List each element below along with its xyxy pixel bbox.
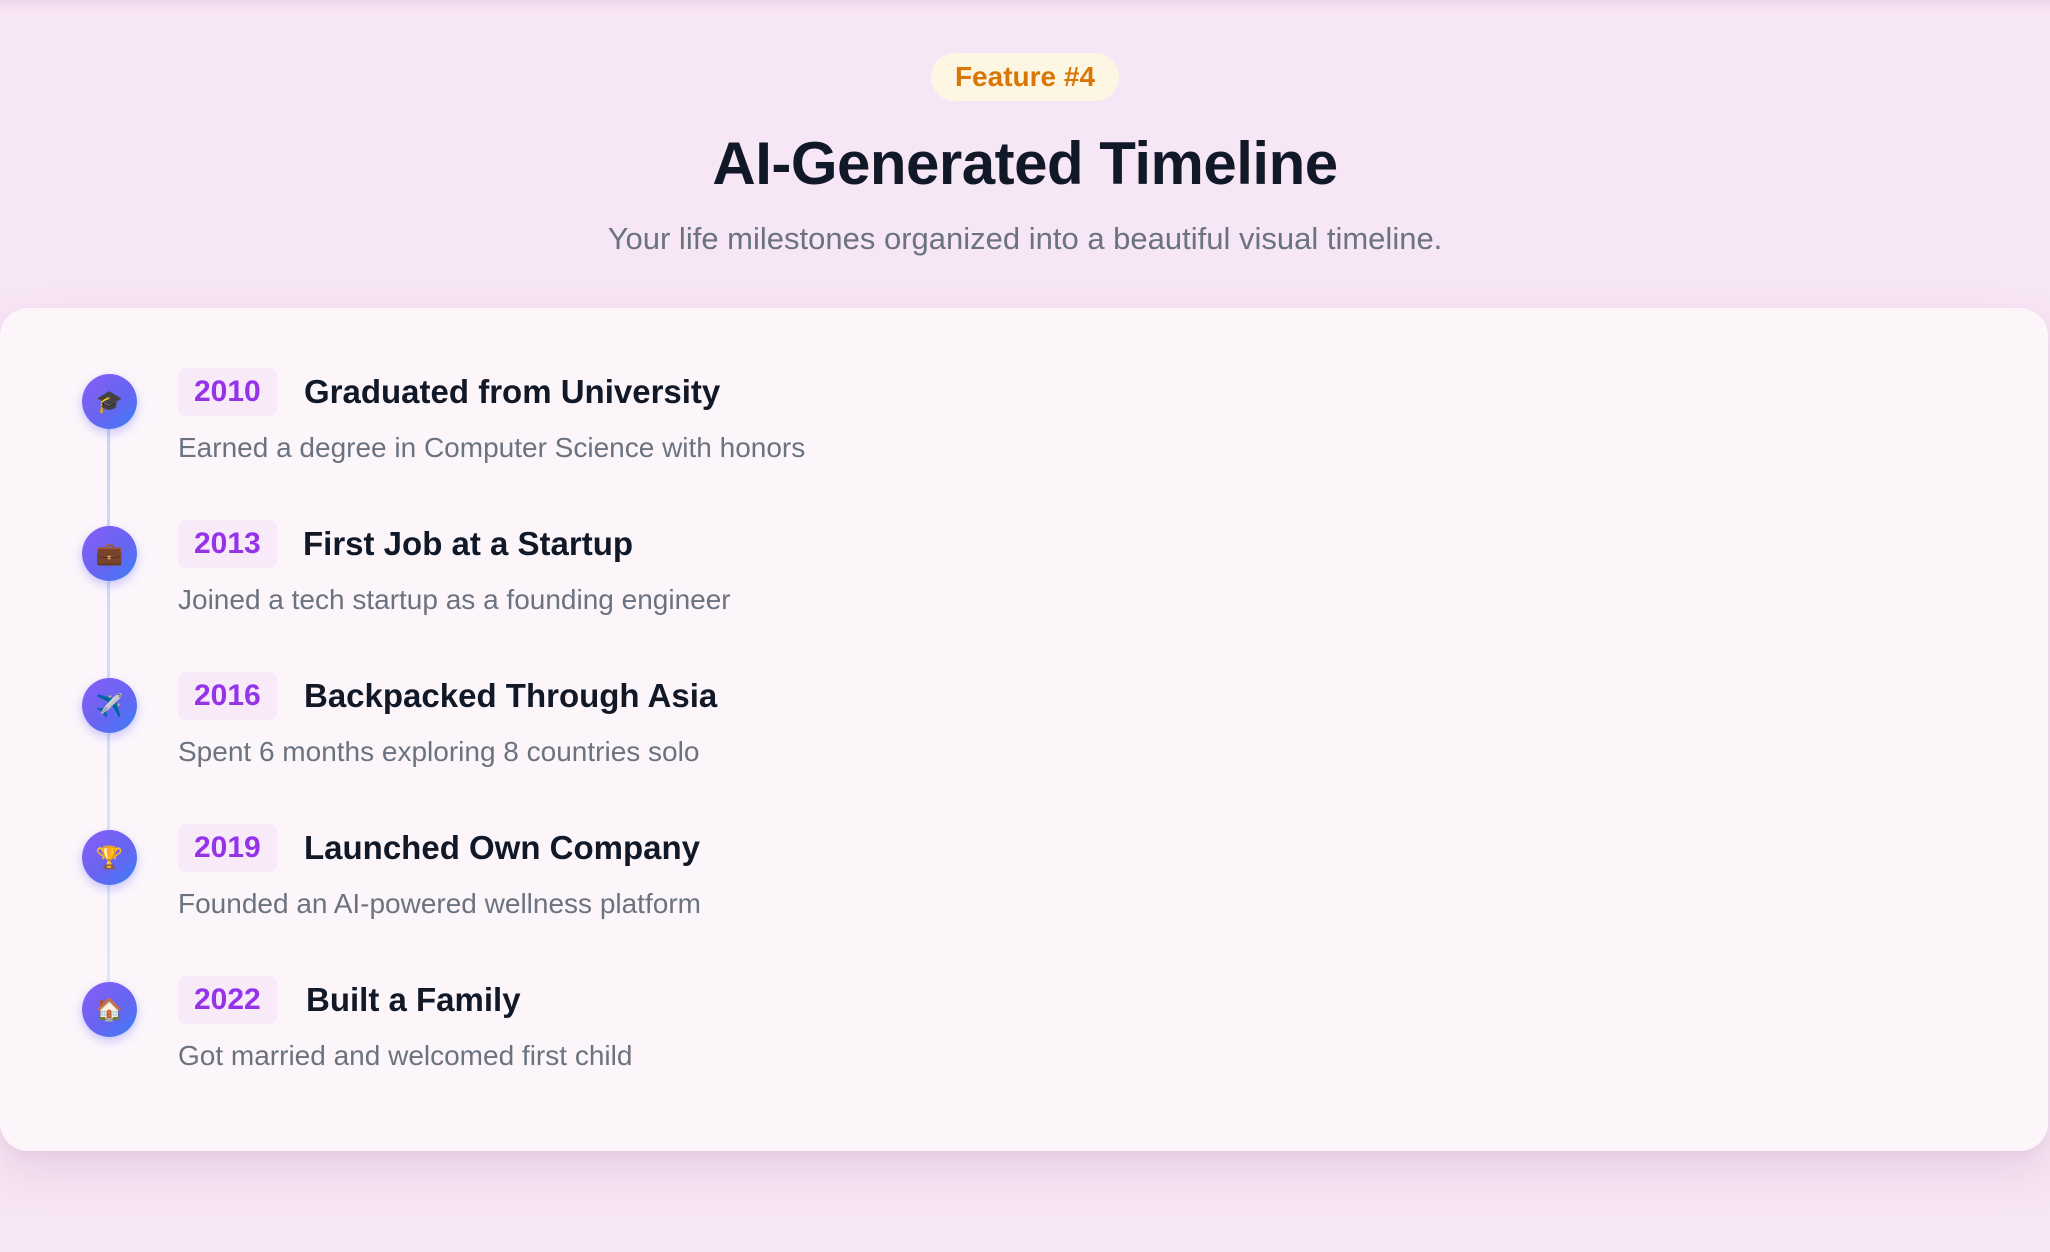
milestone-description: Got married and welcomed first child (178, 1040, 633, 1071)
milestone-title: Backpacked Through Asia (304, 677, 718, 714)
year-badge: 2022 (178, 976, 277, 1024)
milestone-description: Founded an AI-powered wellness platform (178, 888, 701, 919)
trophy-icon: 🏆 (82, 830, 137, 885)
timeline-item: 🏠 2022 Built a Family Got married and we… (0, 916, 1400, 1071)
timeline-item: 🎓 2010 Graduated from University Earned … (0, 308, 1400, 463)
timeline-item: 🏆 2019 Launched Own Company Founded an A… (0, 764, 1400, 919)
timeline-item: ✈️ 2016 Backpacked Through Asia Spent 6 … (0, 612, 1400, 767)
house-glyph: 🏠 (95, 996, 124, 1022)
year-badge: 2010 (178, 368, 277, 416)
trophy-glyph: 🏆 (95, 844, 124, 870)
graduation-cap-icon: 🎓 (82, 374, 137, 429)
milestone-title: Built a Family (306, 981, 521, 1018)
milestone-description: Earned a degree in Computer Science with… (178, 432, 806, 463)
page-header: Feature #4 AI-Generated Timeline Your li… (0, 53, 2050, 259)
graduation-cap-glyph: 🎓 (95, 388, 124, 414)
milestone-description: Joined a tech startup as a founding engi… (178, 584, 731, 615)
house-icon: 🏠 (82, 982, 137, 1037)
page-title: AI-Generated Timeline (712, 130, 1338, 197)
top-shadow (0, 0, 2050, 14)
page-subtitle: Your life milestones organized into a be… (607, 221, 1443, 256)
milestone-title: Launched Own Company (304, 829, 701, 866)
briefcase-glyph: 💼 (95, 540, 124, 566)
milestone-title: First Job at a Startup (303, 525, 634, 562)
timeline-card: 🎓 2010 Graduated from University Earned … (0, 308, 2048, 1151)
milestone-title: Graduated from University (304, 373, 721, 410)
briefcase-icon: 💼 (82, 526, 137, 581)
milestone-description: Spent 6 months exploring 8 countries sol… (178, 736, 700, 767)
year-badge: 2013 (178, 520, 277, 568)
airplane-icon: ✈️ (82, 678, 137, 733)
year-badge: 2016 (178, 672, 277, 720)
airplane-glyph: ✈️ (95, 692, 124, 718)
timeline-item: 💼 2013 First Job at a Startup Joined a t… (0, 460, 1400, 615)
feature-badge: Feature #4 (930, 53, 1120, 101)
year-badge: 2019 (178, 824, 277, 872)
